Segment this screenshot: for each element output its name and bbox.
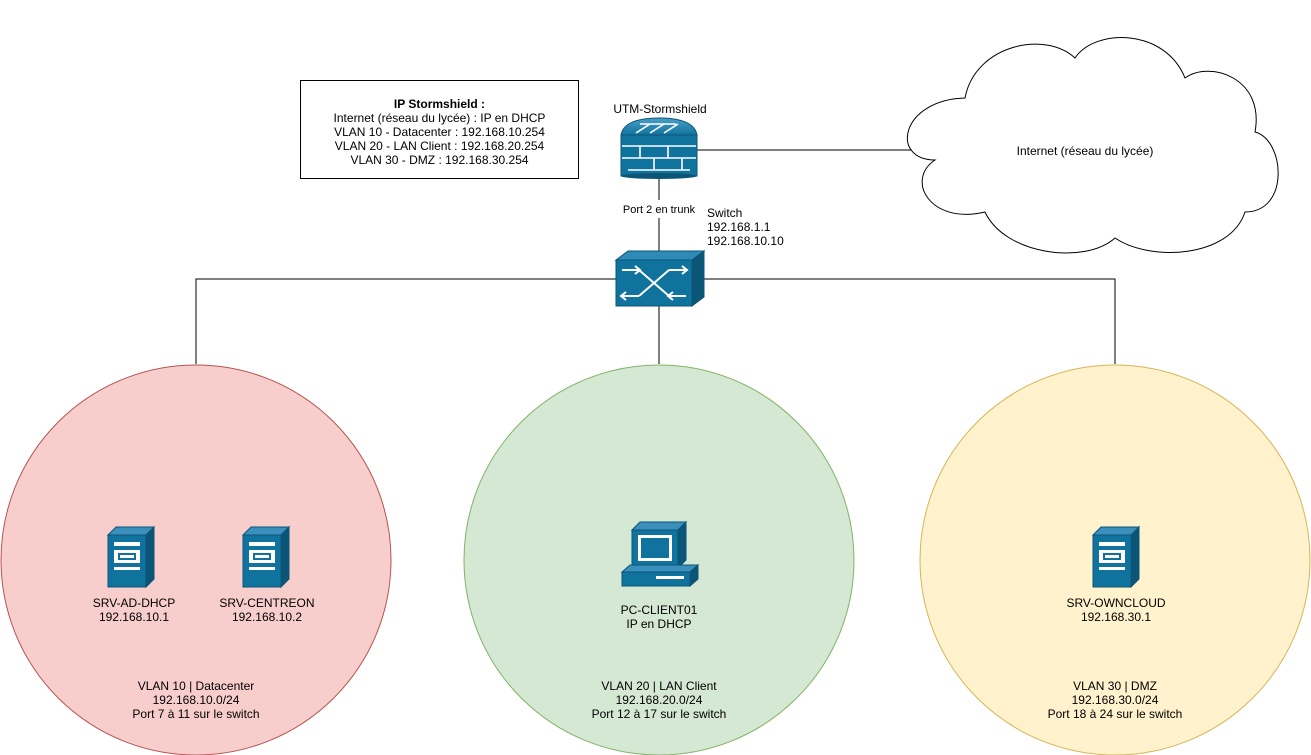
vlan-ports: Port 18 à 24 sur le switch — [1047, 707, 1183, 721]
info-title: IP Stormshield : — [393, 97, 486, 111]
device-name: PC-CLIENT01 — [620, 603, 698, 617]
internet-cloud-icon — [906, 37, 1279, 254]
device-label: SRV-OWNCLOUD 192.168.30.1 — [1051, 596, 1181, 624]
server-icon — [242, 526, 290, 588]
trunk-label: Port 2 en trunk — [604, 203, 714, 217]
device-name: SRV-CENTREON — [219, 596, 315, 610]
server-icon — [107, 526, 155, 588]
vlan-subnet: 192.168.30.0/24 — [1071, 693, 1159, 707]
server-icon — [1092, 526, 1140, 588]
device-ip: 192.168.30.1 — [1080, 610, 1152, 624]
connection-lines — [195, 149, 1116, 364]
device-name: SRV-OWNCLOUD — [1066, 596, 1166, 610]
info-line: VLAN 30 - DMZ : 192.168.30.254 — [350, 153, 529, 167]
info-line: Internet (réseau du lycée) : IP en DHCP — [333, 111, 546, 125]
link-switch-vlan30 — [704, 278, 1116, 364]
vlan-name: VLAN 10 | Datacenter — [137, 679, 255, 693]
vlan10-zone — [0, 364, 392, 755]
device-name: SRV-AD-DHCP — [92, 596, 176, 610]
device-ip: IP en DHCP — [626, 617, 692, 631]
switch-ip: 192.168.10.10 — [707, 234, 784, 248]
vlan-subnet: 192.168.10.0/24 — [152, 693, 240, 707]
vlan-subnet: 192.168.20.0/24 — [615, 693, 703, 707]
switch-icon — [614, 250, 706, 307]
link-switch-vlan10 — [195, 278, 616, 364]
device-label: SRV-CENTREON 192.168.10.2 — [207, 596, 327, 624]
vlan30-label: VLAN 30 | DMZ 192.168.30.0/24 Port 18 à … — [1015, 679, 1215, 721]
device-ip: 192.168.10.1 — [98, 610, 170, 624]
firewall-label: UTM-Stormshield — [613, 102, 707, 116]
vlan-name: VLAN 20 | LAN Client — [601, 679, 717, 693]
vlan10-label: VLAN 10 | Datacenter 192.168.10.0/24 Por… — [96, 679, 296, 721]
firewall-icon — [620, 117, 698, 179]
vlan-ports: Port 7 à 11 sur le switch — [132, 707, 260, 721]
switch-name: Switch — [707, 206, 743, 220]
device-ip: 192.168.10.2 — [231, 610, 303, 624]
vlan20-label: VLAN 20 | LAN Client 192.168.20.0/24 Por… — [559, 679, 759, 721]
switch-ip: 192.168.1.1 — [707, 220, 771, 234]
workstation-icon — [620, 520, 700, 588]
device-label: PC-CLIENT01 IP en DHCP — [584, 603, 734, 631]
internet-label: Internet (réseau du lycée) — [1016, 144, 1154, 158]
info-line: VLAN 20 - LAN Client : 192.168.20.254 — [334, 139, 545, 153]
info-line: VLAN 10 - Datacenter : 192.168.10.254 — [334, 125, 545, 139]
stormshield-ip-info: IP Stormshield : Internet (réseau du lyc… — [300, 80, 579, 179]
device-label: SRV-AD-DHCP 192.168.10.1 — [76, 596, 192, 624]
vlan-name: VLAN 30 | DMZ — [1073, 679, 1157, 693]
vlan-ports: Port 12 à 17 sur le switch — [591, 707, 727, 721]
switch-label: Switch 192.168.1.1 192.168.10.10 — [707, 206, 784, 248]
